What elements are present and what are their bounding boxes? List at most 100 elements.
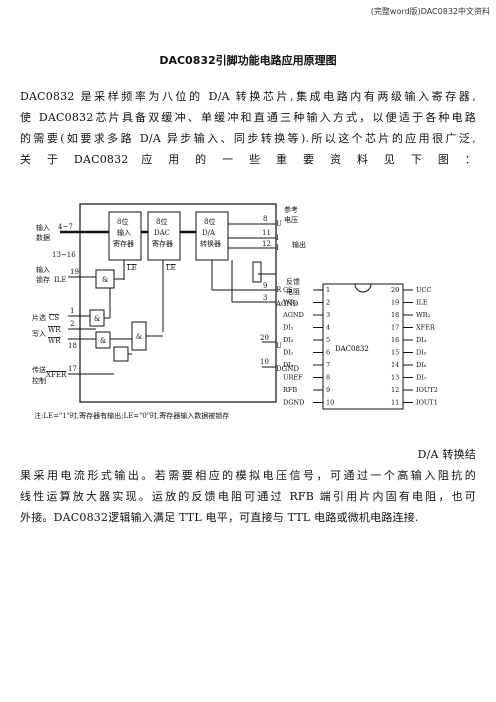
- label-iout1: I: [276, 234, 279, 242]
- label-pins-13-16: 13~16: [52, 251, 76, 259]
- chip-right-pin-label: ILE: [416, 299, 428, 307]
- label-wr1: WR: [48, 326, 61, 334]
- pin-3: 3: [263, 294, 267, 302]
- chip-left-pin-number: 9: [326, 386, 330, 394]
- page-header: (完整word版)DAC0832中文资料: [370, 7, 490, 16]
- chip-left-pin-label: DGND: [283, 399, 304, 407]
- label-transfer: 传送: [32, 365, 46, 374]
- chip-left-pin-label: AGND: [283, 311, 304, 319]
- and-gate-4: &: [136, 333, 142, 341]
- chip-right-pin-number: 13: [391, 374, 399, 382]
- chip-left-pin-label: CS: [283, 286, 292, 294]
- label-ref-2: 电压: [284, 215, 298, 224]
- chip-left-pin-number: 1: [326, 286, 330, 294]
- chip-right-pin-label: XFER: [416, 324, 436, 332]
- block-da-1: 8位: [204, 217, 215, 226]
- label-dgnd: DGND: [276, 365, 299, 373]
- chip-right-pin-number: 19: [391, 299, 399, 307]
- intro-paragraph: DAC0832 是采样频率为八位的 D/A 转换芯片,集成电路内有两级输入寄存器…: [20, 86, 476, 170]
- block-dac-reg-3: 寄存器: [152, 239, 173, 248]
- document-title: DAC0832引脚功能电路应用原理图: [159, 54, 337, 67]
- pin-8: 8: [263, 215, 267, 223]
- chip-right-pin-number: 16: [391, 336, 399, 344]
- label-input-latch-2: 锁存: [36, 275, 50, 284]
- block-diagram: 输入 数据 4~7 13~16 输入 锁存 ILE 片选 CS 写入 WR WR…: [32, 203, 277, 420]
- chip-left-pin-label: DI₁: [283, 349, 294, 357]
- intro-line-2: 使 DAC0832芯片具备双缓冲、单缓冲和直通三种输入方式，以便适于各种电路: [20, 111, 476, 124]
- block-da-2: D/A: [202, 229, 216, 237]
- chip-left-pin-number: 7: [326, 361, 330, 369]
- le-label-2: LE: [166, 264, 176, 272]
- chip-right-pin-label: DI₇: [416, 374, 427, 382]
- intro-line-3: 的需要(如要求多路 D/A 异步输入、同步转换等).所以这个芯片的应用很广泛,: [20, 132, 476, 145]
- pin-12: 12: [262, 240, 271, 248]
- chip-left-pin-label: DI₀: [283, 361, 294, 369]
- label-chip-select: 片选: [32, 313, 46, 322]
- label-rfb: R: [276, 286, 282, 294]
- pin-20: 20: [260, 334, 269, 342]
- label-input-data: 输入: [36, 223, 50, 232]
- chip-left-pin-number: 8: [326, 374, 330, 382]
- chip-left-pin-number: 4: [326, 324, 330, 332]
- label-cs: CS: [49, 314, 59, 322]
- and-gate-3: &: [100, 337, 106, 345]
- label-iout2: I: [276, 244, 279, 252]
- results-line-1: D/A 转换结: [417, 448, 476, 461]
- chip-right-pin-number: 18: [391, 311, 399, 319]
- chip-right-pin-label: DI₆: [416, 361, 427, 369]
- results-paragraph: D/A 转换结 果采用电流形式输出。若需要相应的模拟电压信号，可通过一个高输入阻…: [20, 444, 476, 528]
- chip-right-pin-label: DI₅: [416, 349, 427, 357]
- chip-left-pin-label: DI₂: [283, 336, 294, 344]
- results-line-4: 外接。DAC0832逻辑输入满足 TTL 电平，可直接与 TTL 电路或微机电路…: [20, 511, 419, 524]
- chip-right-pin-label: WR₂: [416, 311, 431, 319]
- pin-18: 18: [68, 342, 77, 350]
- label-ile: ILE: [54, 276, 67, 284]
- block-dac-reg-2: DAC: [154, 229, 170, 237]
- block-da-3: 转换器: [200, 239, 221, 248]
- label-input-latch: 输入: [36, 265, 50, 274]
- label-wr2: WR: [48, 337, 61, 345]
- chip-left-pin-number: 5: [326, 336, 330, 344]
- chip-left-pin-label: WR₁: [283, 299, 298, 307]
- chip-right-pin-number: 11: [391, 399, 399, 407]
- label-ref-1: 参考: [284, 205, 298, 214]
- label-transfer-2: 控制: [32, 376, 46, 385]
- label-output: 输出: [292, 240, 306, 249]
- chip-left-pin-number: 6: [326, 349, 330, 357]
- block-input-reg-3: 寄存器: [113, 239, 134, 248]
- chip-right-pin-number: 15: [391, 349, 399, 357]
- results-line-3: 线性运算放大器实现。运放的反馈电阻可通过 RFB 端引用片内固有电阻，也可: [20, 490, 476, 503]
- label-uref: U: [276, 220, 282, 228]
- pin-17: 17: [68, 365, 77, 373]
- intro-line-4: 关 于 DAC0832 应 用 的 一 些 重 要 资 料 见 下 图 ：: [20, 153, 476, 166]
- label-ucc: U: [276, 342, 282, 350]
- chip-right-pin-number: 20: [391, 286, 399, 294]
- chip-right-pin-label: UCC: [416, 286, 431, 294]
- block-diagram-right-labels: 参考 电压 U I I 输出 反馈 电阻 R AGND U DGND: [275, 205, 306, 373]
- chip-left-pin-number: 2: [326, 299, 330, 307]
- pin-10: 10: [260, 358, 269, 366]
- pin-19: 19: [70, 268, 79, 276]
- and-gate-1: &: [102, 276, 108, 284]
- chip-right-pin-label: IOUT2: [416, 386, 438, 394]
- and-gate-2: &: [94, 315, 100, 323]
- label-pins-4-7: 4~7: [58, 223, 73, 231]
- results-line-2: 果采用电流形式输出。若需要相应的模拟电压信号，可通过一个高输入阻抗的: [20, 469, 476, 482]
- block-input-reg-1: 8位: [117, 217, 128, 226]
- label-agnd: AGND: [275, 300, 299, 308]
- chip-right-pin-number: 17: [391, 324, 399, 332]
- chip-right-pin-number: 12: [391, 386, 399, 394]
- pin-11: 11: [262, 229, 271, 237]
- pin-9: 9: [263, 282, 267, 290]
- chip-left-pin-label: DI₃: [283, 324, 294, 332]
- intro-line-1: DAC0832 是采样频率为八位的 D/A 转换芯片,集成电路内有两级输入寄存器…: [20, 90, 476, 103]
- chip-name: DAC0832: [335, 345, 369, 353]
- chip-left-pin-number: 10: [326, 399, 334, 407]
- chip-right-pin-label: IOUT1: [416, 399, 438, 407]
- chip-right-pin-label: DI₄: [416, 336, 427, 344]
- chip-left-pin-number: 3: [326, 311, 330, 319]
- label-input-data-2: 数据: [36, 233, 50, 242]
- label-xfer: XFER: [46, 371, 67, 379]
- pin-1: 1: [70, 307, 74, 315]
